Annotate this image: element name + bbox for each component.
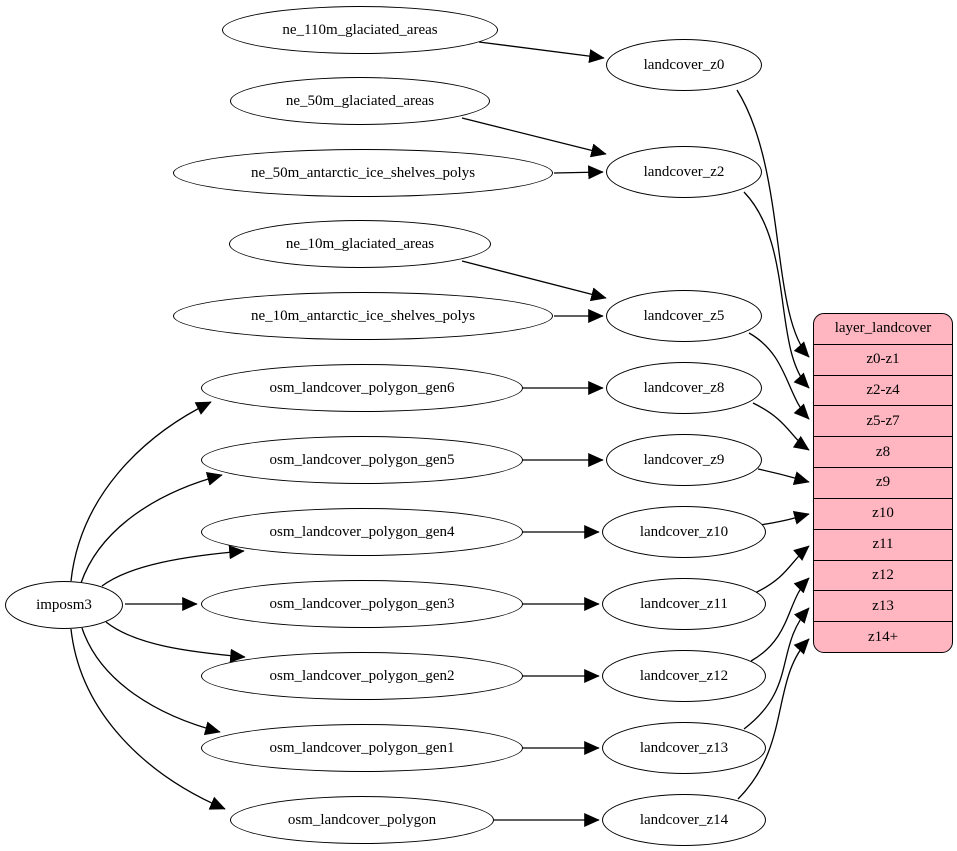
node-landcover_z10: landcover_z10 <box>602 506 766 558</box>
table-row-z9: z9 <box>814 467 952 498</box>
table-row-z0-z1: z0-z1 <box>814 343 952 375</box>
table-row-z11: z11 <box>814 528 952 560</box>
node-landcover_z11: landcover_z11 <box>602 578 766 630</box>
edge-ne_10m_glaciated_areas-landcover_z5 <box>461 260 607 302</box>
node-landcover_z5: landcover_z5 <box>606 290 762 342</box>
table-row-z12: z12 <box>814 559 952 591</box>
edge-imposm3-osm_landcover_polygon_gen2 <box>105 621 246 663</box>
node-osm_landcover_polygon_gen5: osm_landcover_polygon_gen5 <box>201 436 523 484</box>
edge-ne_50m_glaciated_areas-landcover_z2 <box>461 117 607 158</box>
edge-landcover_z12-row-z12 <box>750 577 810 662</box>
edge-landcover_z9-row-z9 <box>757 468 810 485</box>
node-osm_landcover_polygon_gen6: osm_landcover_polygon_gen6 <box>201 364 523 412</box>
node-ne_50m_antarctic_ice_shelves_polys: ne_50m_antarctic_ice_shelves_polys <box>173 149 553 197</box>
edge-landcover_z14-row-z14 <box>737 638 810 800</box>
node-osm_landcover_polygon_gen1: osm_landcover_polygon_gen1 <box>201 724 523 772</box>
node-osm_landcover_polygon_gen2: osm_landcover_polygon_gen2 <box>201 652 523 700</box>
node-ne_10m_glaciated_areas: ne_10m_glaciated_areas <box>229 220 491 268</box>
edge-landcover_z2-row-z2-z4 <box>743 191 810 389</box>
node-osm_landcover_polygon_gen4: osm_landcover_polygon_gen4 <box>201 508 523 556</box>
table-row-z10: z10 <box>814 497 952 529</box>
table-row-z2-z4: z2-z4 <box>814 374 952 406</box>
edge-landcover_z13-row-z13 <box>743 607 810 730</box>
node-landcover_z9: landcover_z9 <box>606 434 762 486</box>
edge-imposm3-osm_landcover_polygon_gen5 <box>80 472 223 584</box>
node-landcover_z13: landcover_z13 <box>602 722 766 774</box>
node-ne_10m_antarctic_ice_shelves_polys: ne_10m_antarctic_ice_shelves_polys <box>173 292 553 340</box>
edge-landcover_z5-row-z5-z7 <box>748 332 810 420</box>
edge-landcover_z11-row-z11 <box>754 545 810 594</box>
edge-imposm3-osm_landcover_polygon_gen1 <box>81 627 221 736</box>
node-landcover_z12: landcover_z12 <box>602 650 766 702</box>
edge-landcover_z10-row-z10 <box>759 511 810 526</box>
node-ne_50m_glaciated_areas: ne_50m_glaciated_areas <box>230 77 490 125</box>
edge-ne_50m_antarctic_ice_shelves_polys-landcover_z2 <box>553 165 604 180</box>
node-osm_landcover_polygon_gen3: osm_landcover_polygon_gen3 <box>201 580 523 628</box>
node-ne_110m_glaciated_areas: ne_110m_glaciated_areas <box>222 6 498 54</box>
table-row-z14plus: z14+ <box>814 621 952 652</box>
table-row-z5-z7: z5-z7 <box>814 405 952 436</box>
table-header-layer_landcover: layer_landcover <box>834 320 932 337</box>
node-landcover_z14: landcover_z14 <box>602 794 766 846</box>
table-row-z13: z13 <box>814 590 952 621</box>
node-landcover_z2: landcover_z2 <box>606 146 762 198</box>
node-landcover_z0: landcover_z0 <box>606 39 762 91</box>
node-landcover_z8: landcover_z8 <box>606 362 762 414</box>
table-layer_landcover: layer_landcover z0-z1 z2-z4 z5-z7 z8 z9 … <box>813 313 953 653</box>
edge-landcover_z8-row-z8 <box>752 402 810 451</box>
table-row-z8: z8 <box>814 436 952 467</box>
node-osm_landcover_polygon: osm_landcover_polygon <box>230 796 494 844</box>
edge-imposm3-osm_landcover_polygon_gen4 <box>101 545 245 587</box>
edge-landcover_z0-row-z0-z1 <box>736 89 810 358</box>
edge-imposm3-osm_landcover_polygon <box>70 628 226 810</box>
node-imposm3: imposm3 <box>5 581 123 629</box>
edge-ne_110m_glaciated_areas-landcover_z0 <box>478 41 605 64</box>
edge-imposm3-osm_landcover_polygon_gen6 <box>70 401 212 582</box>
